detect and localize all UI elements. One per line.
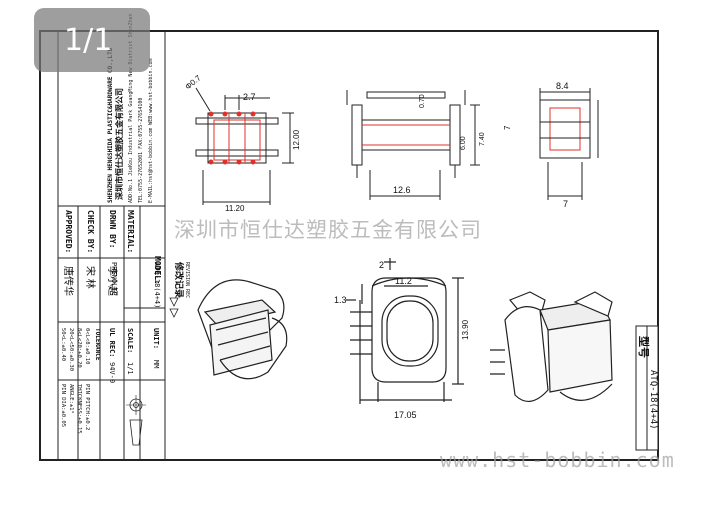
iso-view-left [197,279,288,380]
approved-label: APPROVED: [64,210,73,253]
drwn-name: 李小超 [106,266,119,296]
tolerance-label: TOLERANCE [94,328,101,361]
revision-label-en: REVISION REC [184,262,190,298]
email: E-MAIL:hst@hst-bobbin.com WEB:www.hst-bo… [148,59,154,204]
model-box: 型号 ATQ-18(4+4) [635,325,659,451]
dim-iso-flange: 1.3 [334,295,347,305]
drwn-label: DRWN BY: [108,210,117,249]
dim-top-pitch: 2.7 [243,92,256,102]
side-view [539,88,599,200]
scale-label: SCALE: [126,328,134,353]
dim-top-pin-dia: Φ0.7 [184,73,204,91]
check-label: CHECK BY: [86,210,95,253]
dim-side-bottom: 7 [563,199,568,209]
dim-front-inner: 6.00 [460,136,467,150]
check-name: 宋 林 [84,266,97,289]
unit-value: MM [152,360,160,368]
dim-iso-inner: 11.2 [395,276,412,286]
spec-line-3: ANGLE:±1° [68,384,74,414]
ul-label: UL REC: [108,328,116,358]
dim-front-outer: 7.40 [479,132,486,146]
approved-name: 唐传华 [62,266,75,296]
scale-value: 1/1 [126,362,134,375]
tolerance-line-1: 0<L<8:±0.10 [84,328,90,364]
dim-side-top: 8.4 [556,81,569,91]
revision-mark-2 [169,308,179,318]
ul-value: 94V-0 [108,362,116,383]
tolerance-line-2: 8<L<20:±0.20 [76,328,82,368]
material-label: MATERIAL: [126,210,135,253]
tolerance-line-3: 20<L<50:±0.30 [68,328,74,371]
spec-line-2: THICKNESS:±0.15 [76,384,82,434]
model-box-value: ATQ-18(4+4) [648,370,658,430]
projection-symbol [126,395,146,446]
watermark-company: 深圳市恒仕达塑胶五金有限公司 [174,218,482,242]
dim-iso-height: 13.90 [461,319,470,340]
center-bobbin-view [346,258,464,404]
material-value: PHENOLIC [110,262,118,296]
spec-line-4: PIN DIA:±0.05 [60,384,66,427]
address: ADD:No.1 JieKou Industrial Park GuangMin… [128,13,134,203]
iso-view-right [490,291,613,402]
dim-iso-slot: 2 [379,260,384,270]
unit-label: UNIT: [152,328,160,349]
drawing-frame [39,30,659,461]
revision-label-cn: 修改记录 [174,261,185,298]
revision-mark-1 [169,297,179,307]
watermark-website: www.hst-bobbin.com [440,448,675,472]
dim-front-thk: 0.70 [419,94,426,108]
company-cn: 深圳市恒仕达塑胶五金有限公司 [114,88,124,200]
dim-front-h: 7 [503,125,512,130]
front-view [346,90,480,200]
model-label: MODEL: [153,256,162,285]
tolerance-line-4: 50<L:±0.40 [60,328,66,361]
tel: TEL:0755-27652001 FAX:0755-27654100 [138,98,144,203]
company-en: SHENZHEN HENGSHIDA PLASTIC&HARDWARE CO.,… [107,47,114,203]
dim-front-width: 12.6 [393,185,411,195]
spec-line-1: PIN PITCH:±0.2 [84,384,90,430]
page-indicator[interactable]: 1/1 [34,8,150,72]
model-value: ATQ-18(4+4) [153,262,161,308]
top-view [195,87,294,205]
title-block: SHENZHEN HENGSHIDA PLASTIC&HARDWARE CO.,… [57,13,190,460]
model-box-label: 型号 [637,336,651,358]
dim-iso-width: 17.05 [394,410,417,420]
dim-top-height: 12.00 [292,129,301,150]
dim-top-width: 11.20 [225,204,245,213]
